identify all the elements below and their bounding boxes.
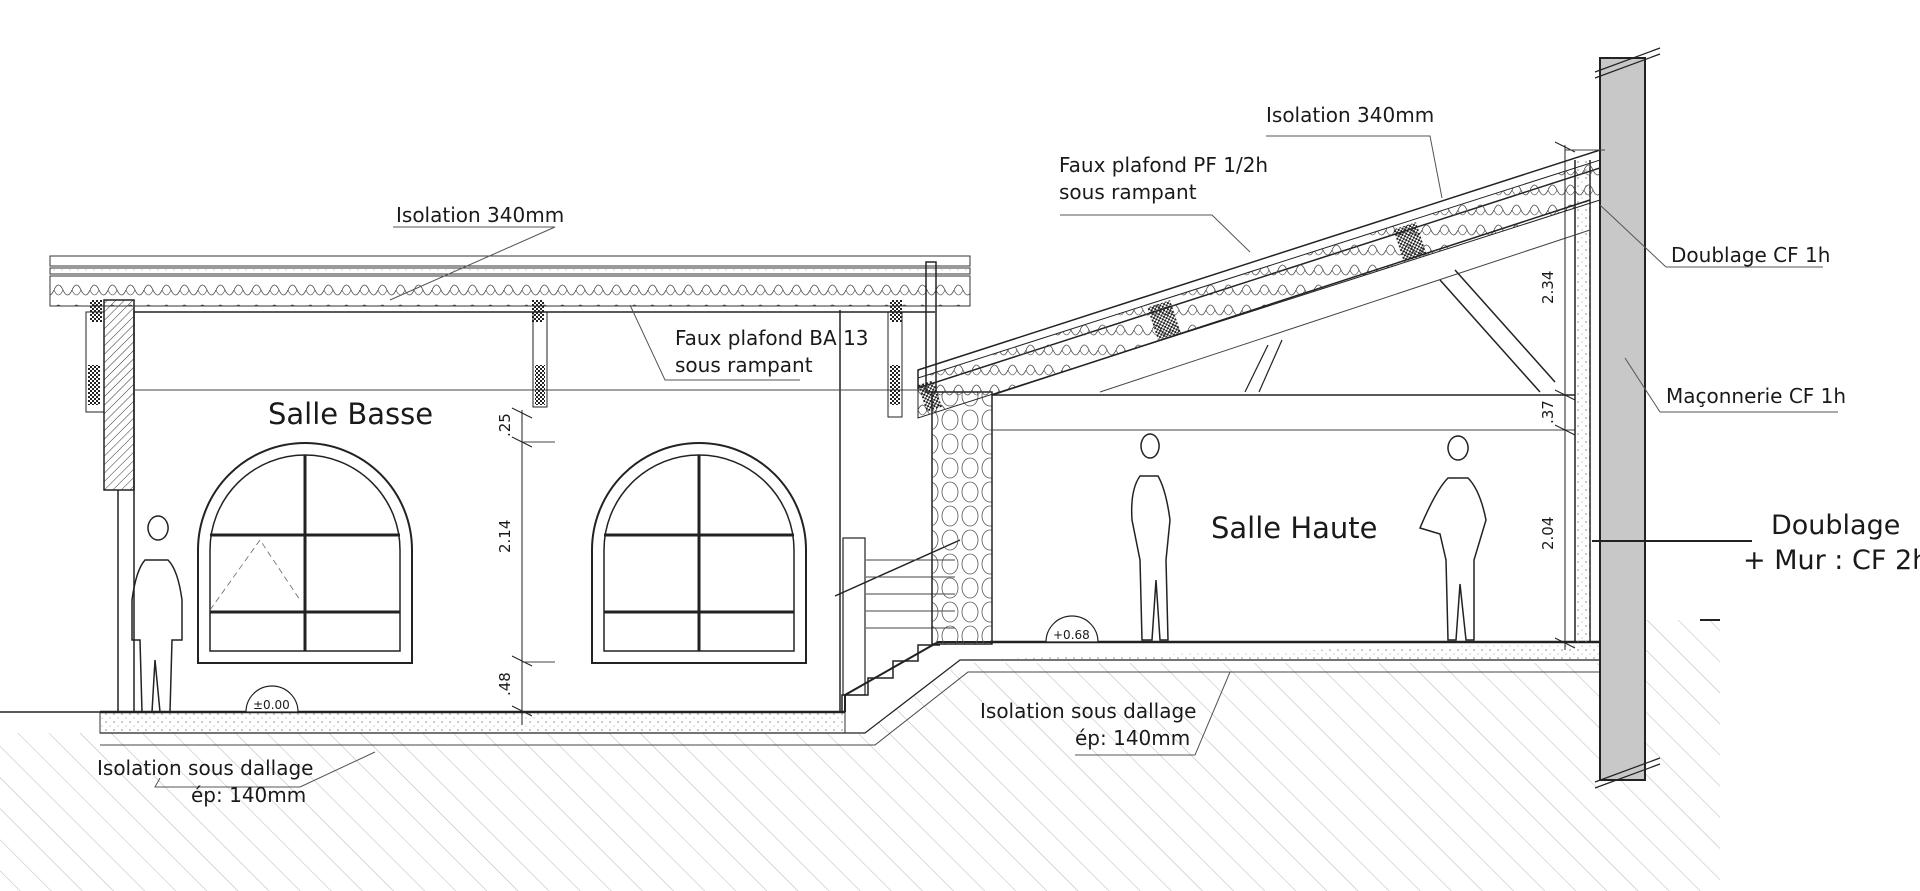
label-lining-cf: Doublage CF 1h	[1671, 243, 1830, 267]
person-silhouette-lower	[131, 515, 183, 713]
room-label-lower: Salle Basse	[268, 397, 433, 431]
level-label-upper: +0.68	[1053, 628, 1090, 642]
dimension-label-left-middle: 2.14	[496, 520, 514, 553]
upper-room-walls	[992, 160, 1591, 642]
window-right	[591, 442, 807, 664]
level-marker-lower	[245, 685, 299, 713]
labels: Salle Basse Salle Haute Isolation 340mm …	[97, 103, 1920, 807]
label-slab-insulation-right-line2: ép: 140mm	[1075, 726, 1190, 750]
label-insulation-roof-right: Isolation 340mm	[1266, 103, 1434, 127]
label-slab-insulation-right-line1: Isolation sous dallage	[980, 699, 1196, 723]
flat-roof	[49, 255, 971, 418]
dimension-line-left	[511, 407, 555, 725]
room-label-upper: Salle Haute	[1211, 511, 1378, 545]
masonry-wall	[1594, 47, 1661, 789]
dimension-label-right-middle: .37	[1539, 400, 1557, 424]
label-insulation-roof-left: Isolation 340mm	[396, 203, 564, 227]
label-lining-wall-line1: Doublage	[1771, 510, 1900, 541]
dimension-label-left-bottom: .48	[496, 672, 514, 696]
dimension-line-right	[1554, 141, 1605, 650]
label-masonry-cf: Maçonnerie CF 1h	[1666, 384, 1846, 408]
label-slab-insulation-left-line2: ép: 140mm	[191, 783, 306, 807]
window-left	[197, 442, 413, 664]
label-false-ceiling-ba13-line1: Faux plafond BA 13	[675, 326, 869, 350]
label-lining-wall-line2: + Mur : CF 2h	[1743, 545, 1920, 576]
person-silhouette-upper-right	[1418, 435, 1487, 641]
label-false-ceiling-pf-line1: Faux plafond PF 1/2h	[1059, 153, 1268, 177]
label-false-ceiling-pf-line2: sous rampant	[1059, 180, 1197, 204]
level-label-lower: ±0.00	[253, 698, 290, 712]
level-marker-upper	[1045, 615, 1099, 643]
leader-lines	[154, 135, 1838, 788]
dimension-label-right-bottom: 2.04	[1539, 517, 1557, 550]
sloped-roof	[917, 148, 1601, 419]
label-slab-insulation-left-line1: Isolation sous dallage	[97, 756, 313, 780]
person-silhouette-upper-left	[1130, 433, 1171, 641]
dimension-label-left-top: .25	[496, 413, 514, 437]
stone-wall	[925, 261, 993, 645]
dimension-label-right-top: 2.34	[1539, 271, 1557, 304]
label-false-ceiling-ba13-line2: sous rampant	[675, 353, 813, 377]
